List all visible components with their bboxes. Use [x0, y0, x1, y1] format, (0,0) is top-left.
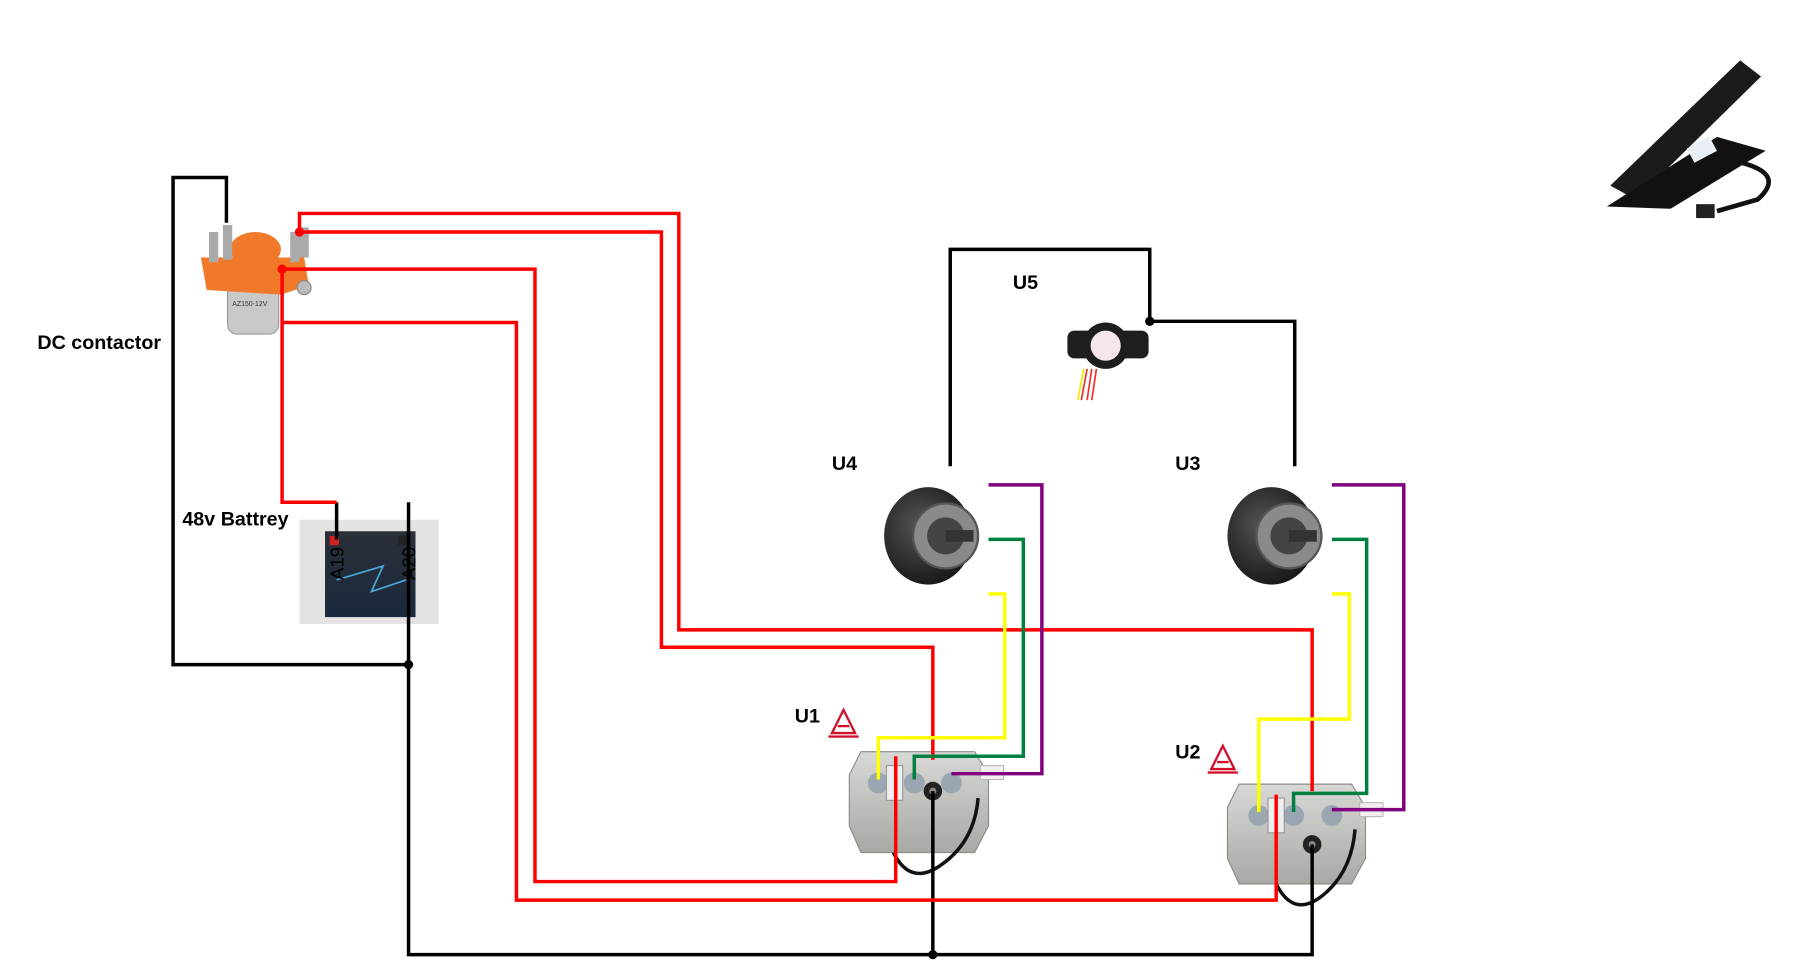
label-u5: U5 [1013, 272, 1038, 294]
junction-dot [277, 264, 287, 274]
simecosys-logo-u1 [828, 707, 859, 738]
wire-u5-sensor [948, 247, 1297, 467]
wire-phase-w [1331, 483, 1406, 812]
wire-phase-u [1257, 592, 1352, 812]
wire-contactor-to-u1 [299, 230, 935, 760]
wire-phase-v [1291, 537, 1369, 812]
ground-wires [171, 175, 1314, 960]
motor-u4 [884, 487, 980, 585]
label-dc-contactor: DC contactor [37, 332, 161, 354]
contactor-model-text: AZ150-12V [232, 301, 267, 308]
wire-contactor-to-u2 [297, 211, 1314, 792]
label-battery: 48v Battrey [182, 508, 288, 530]
accelerator-pedal [1606, 60, 1771, 219]
junction-dot [928, 950, 938, 960]
wire-contactor-to-u1-b [282, 267, 898, 884]
wire-phase-u [876, 592, 1007, 780]
motor-u3 [1227, 487, 1323, 585]
label-pin-a20: A20 [399, 547, 420, 580]
flow-sensor-u5 [1067, 322, 1149, 401]
junction-dot [294, 227, 305, 237]
label-u3: U3 [1175, 453, 1200, 475]
label-u4: U4 [832, 453, 857, 475]
dc-contactor: AZ150-12V [200, 225, 312, 335]
wire-contactor-to-u2-b [282, 320, 1278, 902]
controller-u2 [1226, 783, 1384, 907]
label-u2: U2 [1175, 742, 1200, 764]
label-u1: U1 [795, 706, 820, 728]
wire-phase-v [912, 537, 1026, 780]
phase-wires-u3-u2 [1257, 483, 1406, 812]
junction-dot [1145, 316, 1155, 326]
junction-dot [403, 660, 414, 670]
battery-48v [299, 519, 439, 625]
power-wires [277, 211, 1314, 902]
simecosys-logo-u2 [1207, 743, 1238, 774]
label-pin-a19: A19 [327, 547, 348, 580]
wire-contactor-coil-ground [171, 175, 409, 667]
wire-contactor-to-battery [280, 269, 337, 504]
phase-wires-u4-u1 [876, 483, 1044, 780]
wire-phase-w [951, 483, 1044, 776]
controller-u1 [848, 751, 1005, 876]
wire-battery-negative [406, 502, 1314, 957]
